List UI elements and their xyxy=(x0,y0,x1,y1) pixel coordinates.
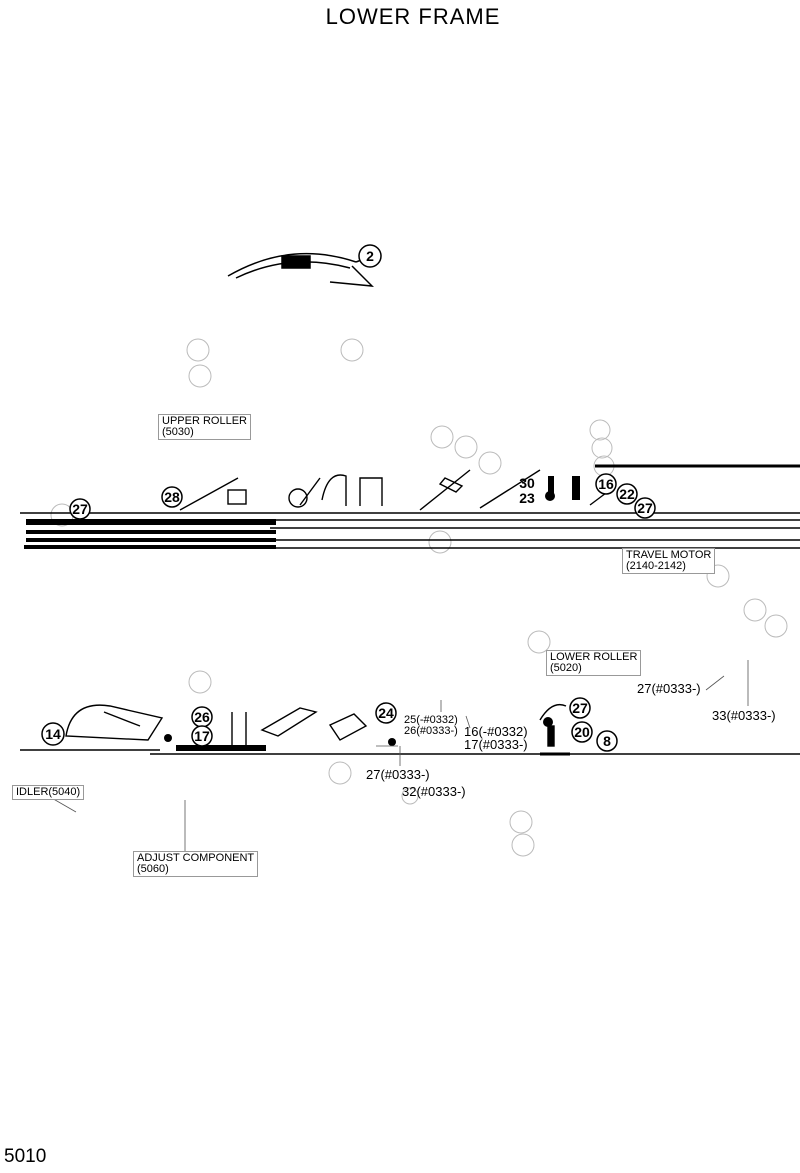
empty-balloon xyxy=(743,598,767,622)
part-number-23: 23 xyxy=(519,490,535,506)
empty-balloon xyxy=(428,530,452,554)
empty-balloon xyxy=(340,338,364,362)
empty-balloon xyxy=(186,338,210,362)
callout-27-serial: 27(#0333-) xyxy=(637,681,701,696)
empty-balloon xyxy=(478,451,502,475)
part-number-28: 28 xyxy=(164,489,180,505)
part-number-22: 22 xyxy=(619,486,635,502)
travel-motor-ref: (2140-2142) xyxy=(626,560,686,572)
empty-balloon xyxy=(589,419,611,441)
empty-balloon xyxy=(764,614,788,638)
callout-26-serial: 26(#0333-) xyxy=(404,725,458,737)
adjust-component-name: ADJUST COMPONENT xyxy=(137,852,255,864)
callout-32-serial: 32(#0333-) xyxy=(402,784,466,799)
callout-27-serial-lower: 27(#0333-) xyxy=(366,767,430,782)
empty-balloon xyxy=(511,833,535,857)
empty-balloon xyxy=(527,630,551,654)
page-number: 5010 xyxy=(4,1146,47,1167)
empty-balloon xyxy=(509,810,533,834)
lower-roller-ref: (5020) xyxy=(550,662,582,674)
part-number-14: 14 xyxy=(45,726,61,742)
adjust-component-ref: (5060) xyxy=(137,863,169,875)
empty-balloon xyxy=(706,564,730,588)
balloon-2 xyxy=(358,244,382,268)
callout-25-serial: 25(-#0332) xyxy=(404,714,458,726)
part-number-20: 20 xyxy=(574,724,590,740)
callout-17-serial: 17(#0333-) xyxy=(464,737,528,752)
part-number-17: 17 xyxy=(194,728,210,744)
empty-balloon xyxy=(188,364,212,388)
upper-frame xyxy=(20,464,800,549)
adjust-component-label[interactable]: ADJUST COMPONENT (5060) xyxy=(133,851,259,877)
empty-balloon xyxy=(454,435,478,459)
part-2-cover xyxy=(227,252,375,287)
upper-roller-ref: (5030) xyxy=(162,426,194,438)
part-number-2: 2 xyxy=(366,248,374,264)
callout-16-serial: 16(-#0332) xyxy=(464,724,528,739)
upper-roller-label[interactable]: UPPER ROLLER (5030) xyxy=(158,414,251,440)
idler-name: IDLER(5040) xyxy=(16,786,81,798)
lower-roller-name: LOWER ROLLER xyxy=(550,651,638,663)
part-number-26: 26 xyxy=(194,709,210,725)
fasteners-upper xyxy=(545,476,580,501)
idler-label[interactable]: IDLER(5040) xyxy=(12,785,85,800)
travel-motor-name: TRAVEL MOTOR xyxy=(626,549,712,561)
empty-balloon xyxy=(401,787,419,805)
upper-roller-name: UPPER ROLLER xyxy=(162,415,247,427)
empty-balloon xyxy=(188,670,212,694)
callout-33-serial: 33(#0333-) xyxy=(712,708,776,723)
fasteners-lower xyxy=(164,717,553,746)
part-number-27: 27 xyxy=(72,501,88,517)
part-number-8: 8 xyxy=(603,733,611,749)
lower-frame xyxy=(20,703,800,756)
part-number-27: 27 xyxy=(637,500,653,516)
empty-balloon xyxy=(430,425,454,449)
lower-roller-label[interactable]: LOWER ROLLER (5020) xyxy=(546,650,642,676)
part-number-16: 16 xyxy=(598,476,614,492)
travel-motor-label[interactable]: TRAVEL MOTOR (2140-2142) xyxy=(622,548,716,574)
part-number-27: 27 xyxy=(572,700,588,716)
page-title: LOWER FRAME xyxy=(325,4,501,29)
part-number-24: 24 xyxy=(378,705,394,721)
part-number-30: 30 xyxy=(519,475,535,491)
empty-balloon xyxy=(328,761,352,785)
empty-balloon xyxy=(591,437,613,459)
